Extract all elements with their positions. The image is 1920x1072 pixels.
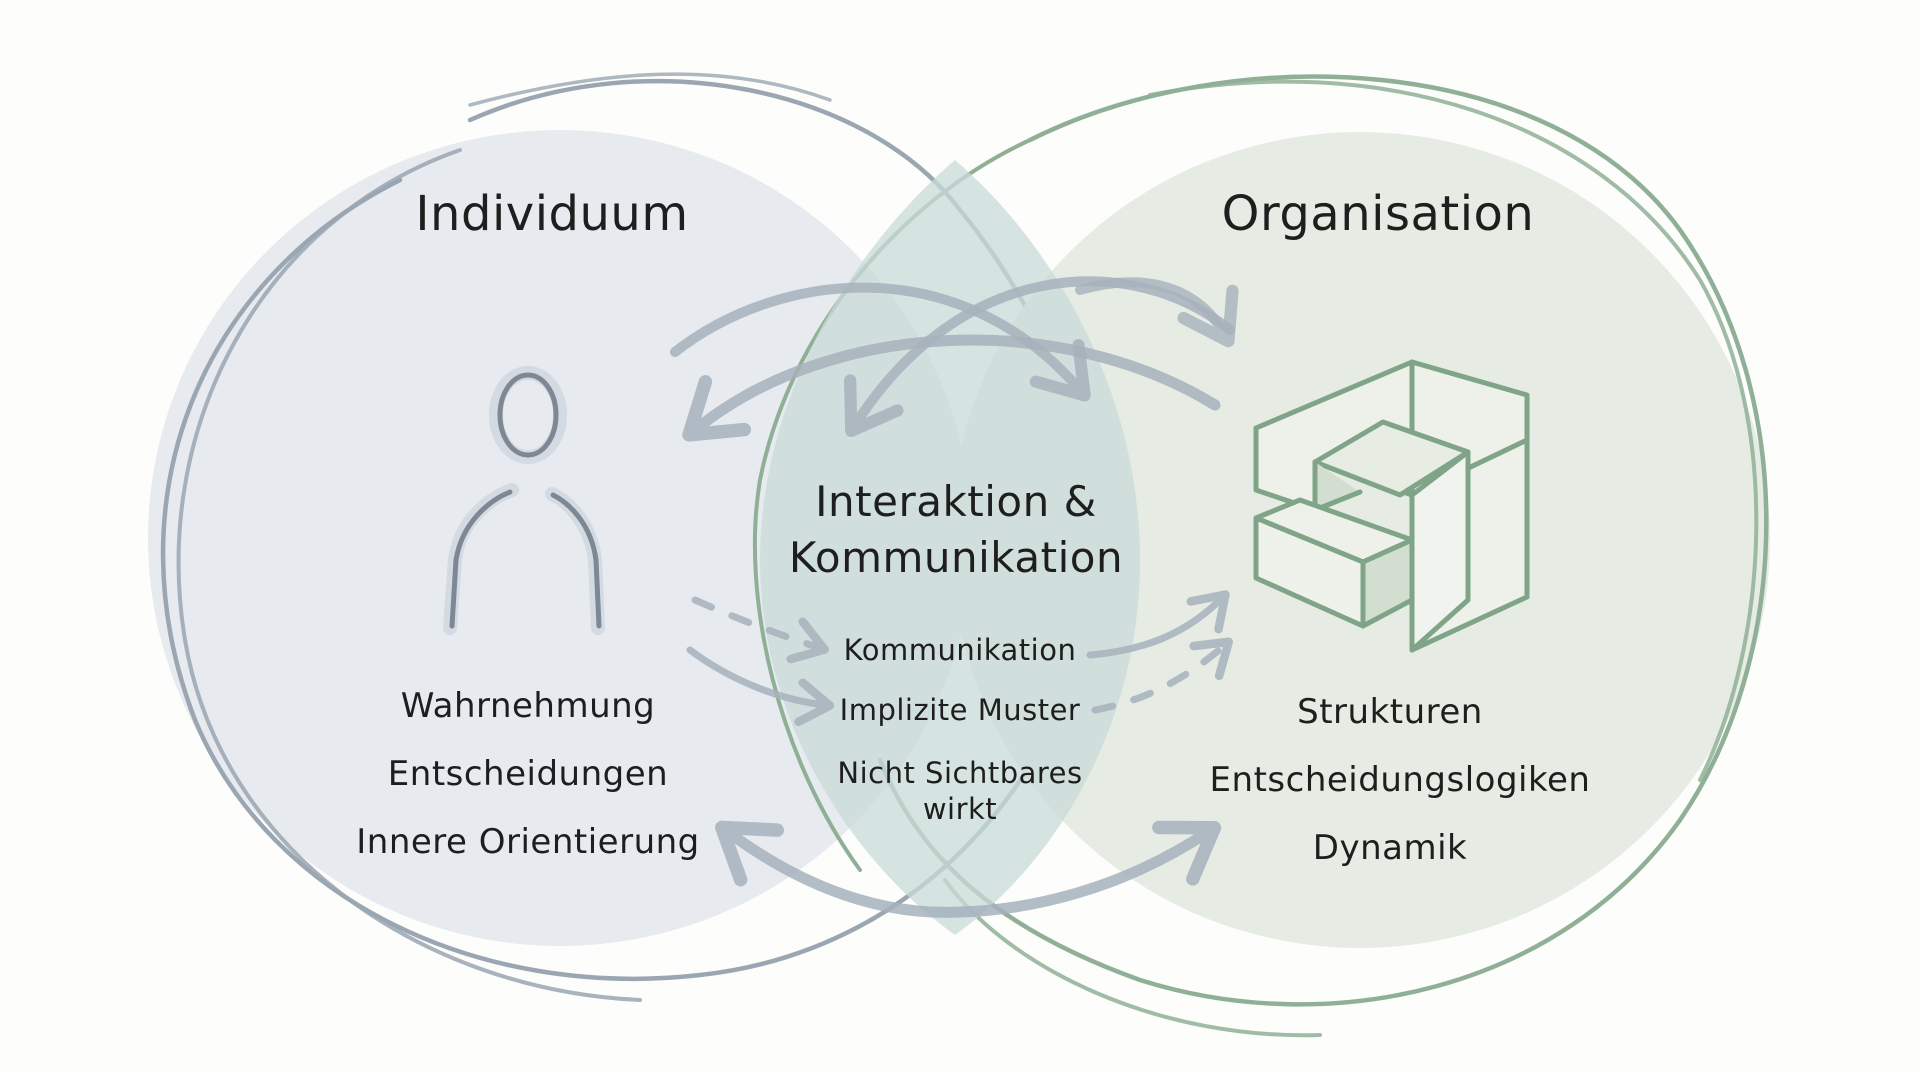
arrow-top-wide — [682, 334, 1221, 442]
center-item-communication: Kommunikation — [843, 633, 1077, 667]
organisation-item-dynamics: Dynamik — [1312, 828, 1468, 868]
center-item-invisible-effects: Nicht Sichtbares wirkt — [837, 756, 1083, 826]
arrow-mid-left-dashed — [691, 596, 829, 664]
arrow-mid-left-solid — [686, 646, 835, 727]
center-title-line2: Kommunikation — [788, 533, 1124, 582]
arrow-mid-right-dashed — [1091, 637, 1234, 714]
organisation-title: Organisation — [1221, 186, 1535, 242]
building-blocks-icon — [1253, 359, 1530, 653]
individuum-item-perception: Wahrnehmung — [400, 686, 656, 726]
person-icon — [443, 366, 605, 635]
arrow-top-to-org — [1075, 277, 1239, 348]
organisation-item-structures: Strukturen — [1297, 692, 1483, 732]
center-item-implicit-patterns: Implizite Muster — [839, 693, 1081, 727]
arrow-mid-right-solid — [1086, 590, 1230, 659]
individuum-item-decisions: Entscheidungen — [387, 754, 669, 794]
individuum-item-inner-orientation: Innere Orientierung — [356, 822, 700, 862]
center-title-line1: Interaktion & — [815, 477, 1097, 526]
individuum-title: Individuum — [415, 186, 689, 242]
organisation-item-decision-logics: Entscheidungslogiken — [1209, 760, 1591, 800]
arrow-bottom-bidirectional — [715, 820, 1222, 918]
